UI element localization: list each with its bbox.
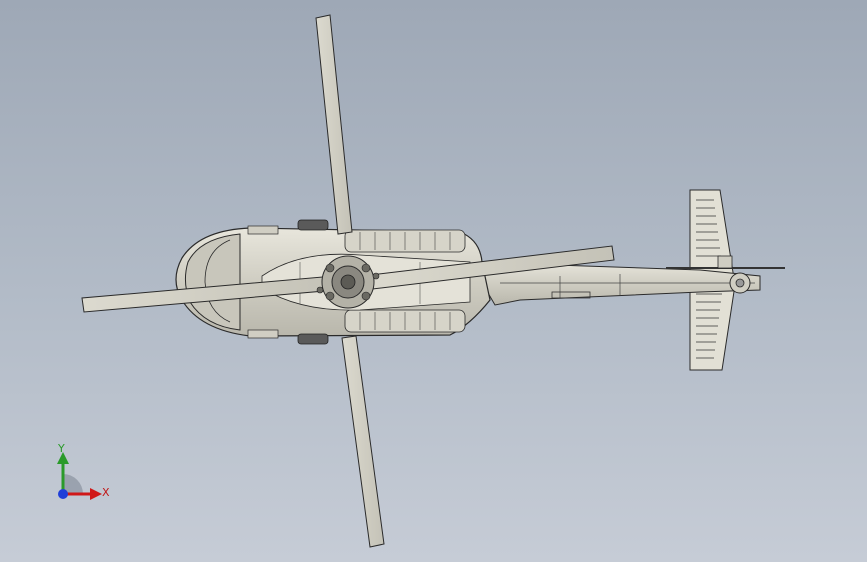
x-axis-label: X <box>102 486 110 499</box>
tail-boom <box>469 261 761 306</box>
z-axis-icon <box>58 489 68 499</box>
triad-axes <box>57 452 102 500</box>
main-rotor <box>81 14 615 548</box>
coordinate-triad: Y X <box>40 438 120 510</box>
tail-rotor <box>666 255 785 294</box>
y-axis-label: Y <box>58 442 65 455</box>
